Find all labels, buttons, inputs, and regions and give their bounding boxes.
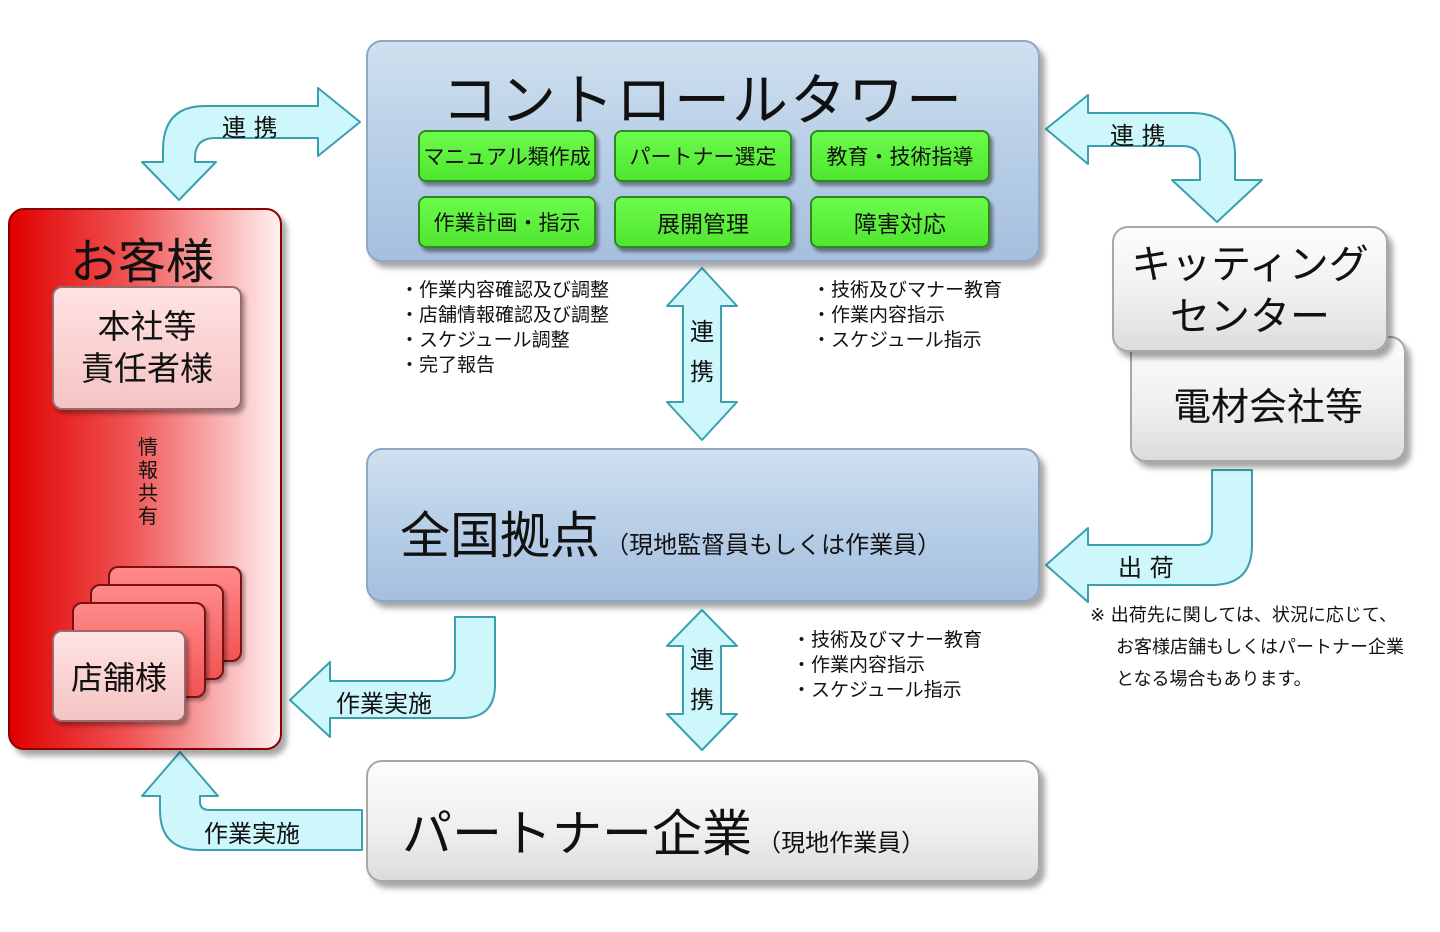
sagyo-jisshi-2-arrow	[141, 751, 363, 851]
renkei-v2-arrow	[666, 609, 738, 751]
renkei-v1-arrow	[666, 267, 738, 441]
hq-line-2: 責任者様	[81, 349, 213, 388]
shukka-label: 出 荷	[1118, 554, 1174, 582]
shipping-note: ※ 出荷先に関しては、状況に応じて、 お客様店舗もしくはパートナー企業 となる場…	[1090, 605, 1404, 690]
shukka-arrow	[1045, 469, 1253, 603]
partner-title-sub: （現地作業員）	[757, 829, 926, 857]
national-title: 全国拠点 （現地監督員もしくは作業員）	[400, 496, 941, 568]
renkei-left-label: 連 携	[222, 114, 278, 142]
tower-left-notes: ・作業内容確認及び調整 ・店舗情報確認及び調整 ・スケジュール調整 ・完了報告	[400, 279, 610, 376]
renkei-v2-label: 連 携	[690, 646, 714, 714]
task-deploy-management: 展開管理	[614, 196, 792, 248]
national-title-main: 全国拠点	[400, 507, 600, 565]
store-box: 店舗様	[52, 630, 186, 722]
kitting-title-1: キッティング	[1131, 242, 1369, 288]
partner-notes: ・技術及びマナー教育 ・作業内容指示 ・スケジュール指示	[792, 629, 983, 701]
tower-right-notes: ・技術及びマナー教育 ・作業内容指示 ・スケジュール指示	[812, 279, 1003, 351]
partner-title-main: パートナー企業	[402, 805, 752, 863]
hq-line-1: 本社等	[97, 307, 197, 346]
task-work-plan: 作業計画・指示	[418, 196, 596, 248]
sagyo-jisshi-1-arrow	[289, 616, 496, 738]
customer-box: お客様 本社等 責任者様 情 報 共 有 店舗様	[8, 208, 282, 750]
task-trouble-response: 障害対応	[810, 196, 990, 248]
national-title-sub: （現地監督員もしくは作業員）	[605, 531, 942, 559]
sagyo-jisshi-2-label: 作業実施	[204, 820, 300, 848]
info-share-label: 情 報 共 有	[138, 435, 158, 528]
control-tower-title: コントロールタワー	[442, 69, 964, 134]
kitting-title-2: センター	[1170, 294, 1330, 340]
renkei-right-arrow	[1045, 94, 1263, 223]
task-manual: マニュアル類作成	[418, 130, 596, 182]
partner-company-box: パートナー企業 （現地作業員）	[366, 760, 1040, 882]
task-education: 教育・技術指導	[810, 130, 990, 182]
control-tower-box: コントロールタワー マニュアル類作成 パートナー選定 教育・技術指導 作業計画・…	[366, 40, 1040, 262]
kitting-center-box: キッティング センター	[1112, 226, 1388, 352]
renkei-right-label: 連 携	[1110, 122, 1166, 150]
renkei-v1-label: 連 携	[690, 318, 714, 386]
customer-title: お客様	[69, 234, 214, 290]
partner-title: パートナー企業 （現地作業員）	[402, 794, 925, 866]
electric-company-box: 電材会社等	[1130, 336, 1406, 462]
hq-box: 本社等 責任者様	[52, 286, 242, 410]
national-bases-box: 全国拠点 （現地監督員もしくは作業員）	[366, 448, 1040, 602]
renkei-left-arrow	[141, 87, 361, 201]
electric-company-title: 電材会社等	[1172, 385, 1363, 429]
sagyo-jisshi-1-label: 作業実施	[336, 690, 432, 718]
task-partner-selection: パートナー選定	[614, 130, 792, 182]
